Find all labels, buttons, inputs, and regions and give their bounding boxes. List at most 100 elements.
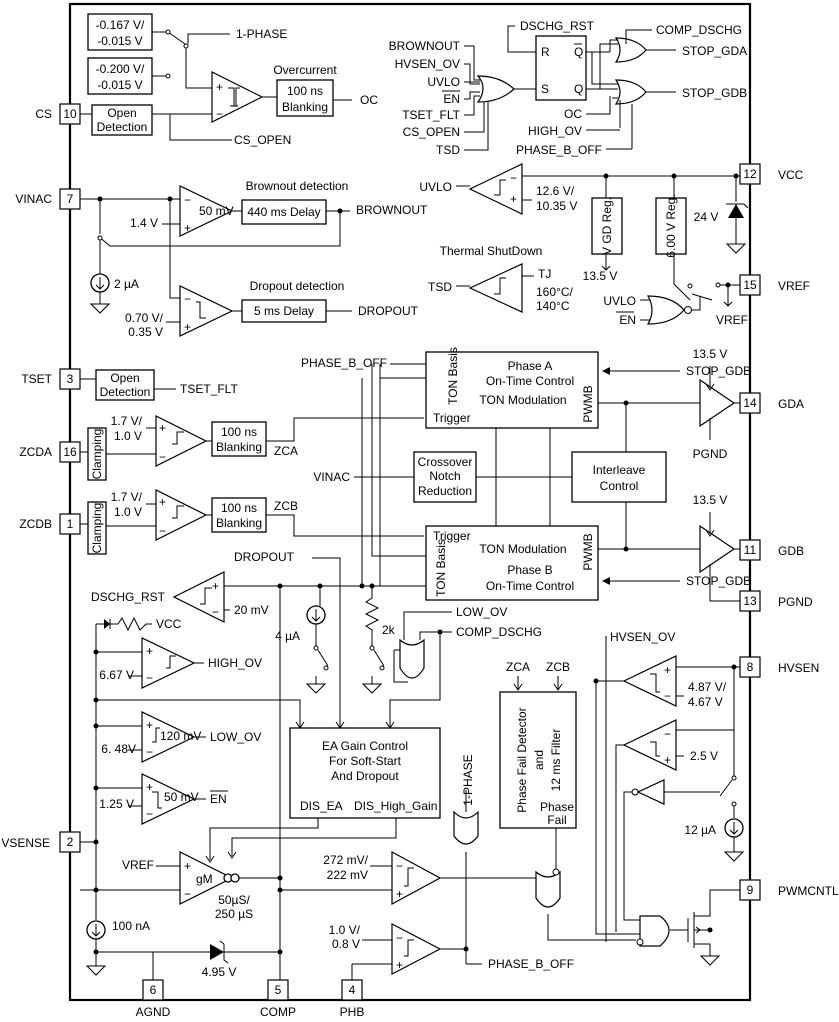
- svg-text:On-Time Control: On-Time Control: [486, 374, 574, 388]
- svg-text:On-Time Control: On-Time Control: [486, 579, 574, 593]
- svg-text:DIS_EA: DIS_EA: [300, 799, 343, 813]
- svg-text:50µS/: 50µS/: [218, 893, 250, 907]
- svg-text:−: −: [184, 887, 191, 901]
- interleave-control-box: [571, 451, 667, 503]
- svg-text:Dropout detection: Dropout detection: [250, 279, 345, 293]
- pin-tset: 3 TSET: [21, 368, 81, 390]
- svg-text:50 mV: 50 mV: [199, 204, 234, 218]
- fault-latch-section: DSCHG_RST R S Q Q BROWNOUT HVSEN_OV UVLO…: [389, 19, 747, 157]
- svg-text:And Dropout: And Dropout: [331, 769, 399, 783]
- svg-text:STOP_GDB: STOP_GDB: [686, 574, 751, 588]
- svg-text:1.25 V: 1.25 V: [99, 797, 134, 811]
- svg-text:−: −: [396, 931, 403, 945]
- svg-text:STOP_GDB: STOP_GDB: [682, 86, 747, 100]
- svg-text:HVSEN_OV: HVSEN_OV: [395, 57, 460, 71]
- svg-text:-0.015 V: -0.015 V: [97, 34, 142, 48]
- stop-gda-or-gate: [614, 37, 647, 63]
- svg-text:HIGH_OV: HIGH_OV: [528, 124, 582, 138]
- svg-text:8: 8: [747, 660, 754, 674]
- dschg-or-gate: [399, 638, 425, 679]
- svg-text:−: −: [159, 524, 166, 538]
- svg-text:24 V: 24 V: [694, 210, 719, 224]
- svg-text:1.7 V/: 1.7 V/: [111, 414, 143, 428]
- svg-text:VSENSE: VSENSE: [1, 836, 50, 850]
- svg-text:1.0 V: 1.0 V: [114, 505, 142, 519]
- svg-text:STOP_GDB: STOP_GDB: [686, 364, 751, 378]
- hvsen-2v5-comparator: [622, 719, 677, 771]
- svg-text:VCC: VCC: [778, 168, 804, 182]
- svg-text:S: S: [541, 82, 549, 96]
- svg-text:12: 12: [743, 167, 757, 181]
- svg-text:−: −: [664, 689, 671, 703]
- svg-text:DROPOUT: DROPOUT: [358, 304, 419, 318]
- phase-interconnect: [359, 364, 627, 589]
- svg-text:0.70 V/: 0.70 V/: [125, 311, 164, 325]
- svg-text:140°C: 140°C: [536, 299, 570, 313]
- zcd-section: Open Detection TSET_FLT Clamping +− 1.7 …: [80, 369, 667, 555]
- dropout-comparator: [179, 285, 234, 337]
- svg-text:−: −: [159, 450, 166, 464]
- svg-text:Control: Control: [600, 479, 639, 493]
- phase-fail-detector-box: [499, 691, 577, 829]
- svg-text:ZCDB: ZCDB: [19, 517, 52, 531]
- svg-text:+: +: [396, 887, 403, 901]
- svg-text:BROWNOUT: BROWNOUT: [389, 39, 461, 53]
- svg-text:−: −: [146, 671, 153, 685]
- supply-section: UVLO −+ 12.6 V/ 10.35 V V GD Reg. 6.00 V…: [419, 163, 749, 327]
- svg-text:12 µA: 12 µA: [684, 823, 716, 837]
- svg-text:3: 3: [67, 372, 74, 386]
- svg-text:STOP_GDA: STOP_GDA: [682, 44, 747, 58]
- overcurrent-section: -0.167 V/ -0.015 V -0.200 V/ -0.015 V 1-…: [80, 13, 378, 147]
- svg-text:TON Modulation: TON Modulation: [479, 542, 566, 556]
- svg-text:DIS_High_Gain: DIS_High_Gain: [354, 799, 437, 813]
- svg-text:120 mV: 120 mV: [160, 729, 201, 743]
- svg-text:10: 10: [63, 107, 77, 121]
- svg-text:TSET_FLT: TSET_FLT: [180, 382, 238, 396]
- svg-text:160°C/: 160°C/: [536, 285, 573, 299]
- svg-text:V GD Reg.: V GD Reg.: [600, 197, 614, 255]
- svg-text:DROPOUT: DROPOUT: [234, 550, 295, 564]
- svg-text:12.6 V/: 12.6 V/: [536, 184, 575, 198]
- svg-text:7: 7: [67, 192, 74, 206]
- svg-text:1.0 V: 1.0 V: [114, 429, 142, 443]
- 6v-regulator: [655, 197, 687, 255]
- high-ov-comparator: [141, 637, 196, 689]
- svg-text:Open: Open: [110, 371, 139, 385]
- 24v-zener: [728, 204, 744, 218]
- svg-text:PHASE_B_OFF: PHASE_B_OFF: [488, 957, 574, 971]
- svg-text:+: +: [664, 663, 671, 677]
- svg-text:2 µA: 2 µA: [114, 277, 139, 291]
- svg-text:−: −: [212, 605, 219, 619]
- svg-text:COMP: COMP: [260, 1005, 296, 1019]
- pwmcntl-and-gate: [639, 915, 670, 947]
- pin-vref: 15 VREF: [739, 274, 810, 296]
- svg-text:222 mV: 222 mV: [327, 868, 368, 882]
- svg-text:0.8 V: 0.8 V: [332, 937, 360, 951]
- svg-text:CS_OPEN: CS_OPEN: [234, 133, 291, 147]
- svg-text:10.35 V: 10.35 V: [536, 199, 577, 213]
- svg-text:UVLO: UVLO: [427, 75, 460, 89]
- zcdb-blanking-box: [211, 497, 267, 533]
- svg-text:gM: gM: [196, 872, 213, 886]
- stop-gdb-or-gate: [614, 79, 647, 105]
- svg-text:-0.167 V/: -0.167 V/: [96, 18, 145, 32]
- svg-text:+: +: [184, 221, 191, 235]
- svg-text:+: +: [184, 320, 191, 334]
- svg-text:+: +: [146, 780, 153, 794]
- svg-text:1-PHASE: 1-PHASE: [461, 754, 475, 805]
- drivers-section: 13.5 V PGND 13.5 V: [693, 347, 740, 602]
- svg-text:COMP_DSCHG: COMP_DSCHG: [656, 23, 742, 37]
- svg-text:2.5 V: 2.5 V: [690, 749, 718, 763]
- svg-text:ZCA: ZCA: [274, 444, 298, 458]
- pin-pgnd: 13 PGND: [739, 590, 813, 612]
- dropout-section: −+ 0.70 V/ 0.35 V 5 ms Delay Dropout det…: [125, 279, 419, 339]
- pin-cs: 10 CS: [35, 103, 81, 125]
- svg-text:+: +: [664, 753, 671, 767]
- svg-text:Crossover: Crossover: [418, 455, 473, 469]
- tsd-comparator: [468, 263, 523, 313]
- svg-text:+: +: [216, 80, 223, 94]
- svg-text:100 ns: 100 ns: [287, 84, 323, 98]
- svg-text:4.95 V: 4.95 V: [202, 965, 237, 979]
- brownout-section: −+ 50 mV 1.4 V 440 ms Delay Brownout det…: [80, 179, 428, 314]
- svg-text:UVLO: UVLO: [603, 294, 636, 308]
